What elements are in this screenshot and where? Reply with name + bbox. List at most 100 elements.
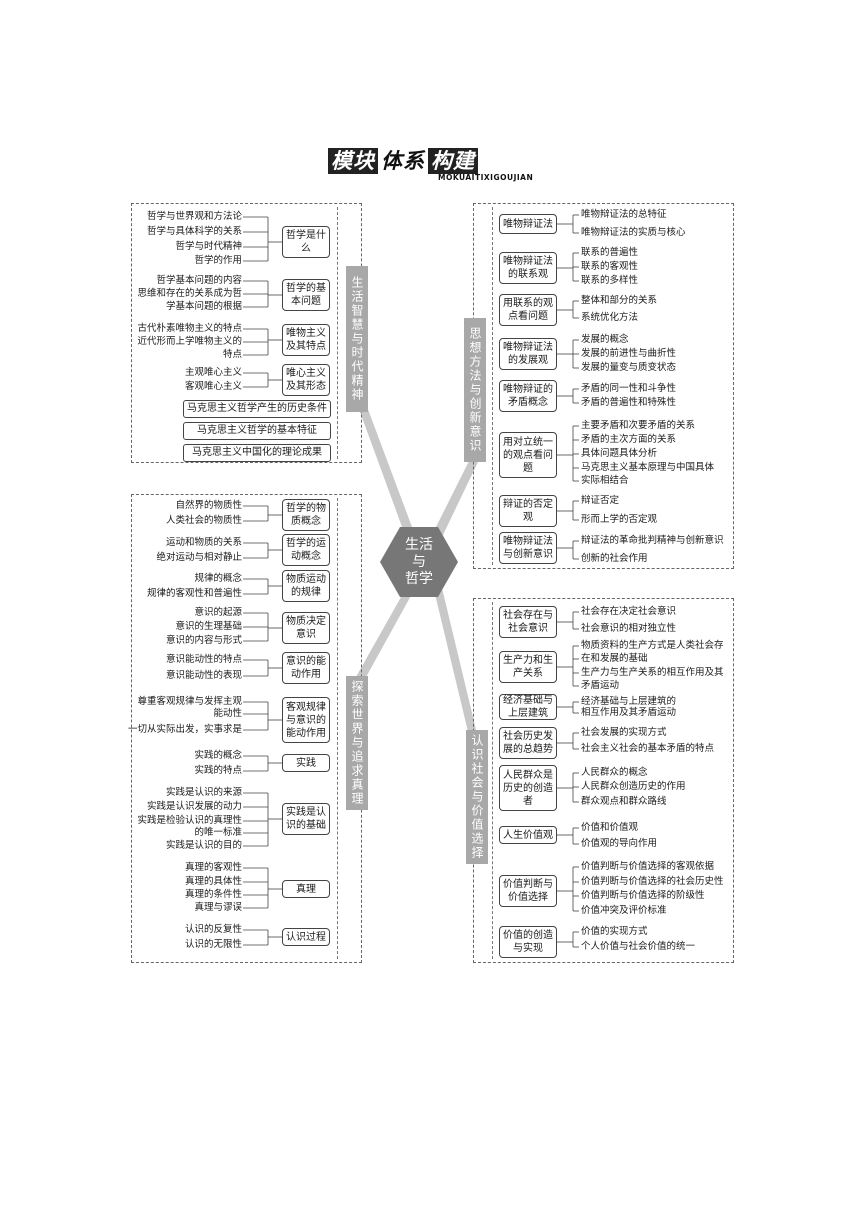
leaf-q3-5-0: 矛盾的同一性和斗争性 [581,383,677,394]
node-q2-7: 实践 [282,754,330,772]
leaf-q2-5-1: 意识能动性的表现 [165,670,242,681]
node-q4-1: 社会存在与社会意识 [499,606,557,638]
node-q3-4: 唯物辩证法的发展观 [499,338,557,370]
unit-band-1: 生活智慧与时代精神 [346,266,368,412]
node-q2-10: 认识过程 [282,928,330,946]
center-line3: 哲学 [405,571,433,587]
leaf-q1-3-0: 古代朴素唯物主义的特点 [137,323,242,334]
leaf-q2-8-0: 实践是认识的来源 [165,787,242,798]
node-q3-5: 唯物辩证的矛盾概念 [499,380,557,412]
leaf-q1-4-1: 客观唯心主义 [184,381,242,392]
leaf-q4-5-0: 人民群众的概念 [581,767,648,778]
leaf-q3-7-1: 形而上学的否定观 [581,514,658,525]
leaf-q4-3-0: 经济基础与上层建筑的 [581,696,677,707]
leaf-q3-6-1: 矛盾的主次方面的关系 [581,434,677,445]
leaf-q4-7-3: 价值冲突及评价标准 [581,905,667,916]
leaf-q4-5-1: 人民群众创造历史的作用 [581,781,686,792]
leaf-q4-5-2: 群众观点和群众路线 [581,796,667,807]
node-q2-4: 物质决定意识 [282,612,330,644]
node-q2-9: 真理 [282,880,330,898]
leaf-q4-6-0: 价值和价值观 [581,822,639,833]
leaf-q2-9-3: 真理与谬误 [194,902,242,913]
leaf-q2-5-0: 意识能动性的特点 [165,654,242,665]
leaf-q2-9-0: 真理的客观性 [184,862,242,873]
node-q4-8: 价值的创造与实现 [499,926,557,958]
leaf-q4-3-1: 相互作用及其矛盾运动 [581,707,677,718]
node-q1-3: 唯物主义及其特点 [282,324,330,356]
leaf-q4-7-0: 价值判断与价值选择的客观依据 [581,861,715,872]
leaf-q2-4-1: 意识的生理基础 [175,621,242,632]
wide-q1-2: 马克思主义中国化的理论成果 [183,444,331,462]
spokes [352,388,478,740]
leaf-q4-1-0: 社会存在决定社会意识 [581,606,677,617]
node-q3-8: 唯物辩证法与创新意识 [499,532,557,564]
leaf-q1-2-2: 学基本问题的根据 [165,301,242,312]
leaf-q2-8-3: 的唯一标准 [194,827,242,838]
leaf-q2-6-0: 尊重客观规律与发挥主观 [137,696,242,707]
title-part2: 体系 [381,149,425,173]
leaf-q3-1-1: 唯物辩证法的实质与核心 [581,227,686,238]
title-part3: 构建 [428,148,478,174]
unit-band-4: 认识社会与价值选择 [466,730,488,864]
leaf-q4-4-0: 社会发展的实现方式 [581,727,667,738]
node-q4-6: 人生价值观 [499,826,557,844]
leaf-q2-4-0: 意识的起源 [194,607,242,618]
node-q3-1: 唯物辩证法 [499,214,557,234]
leaf-q2-8-2: 实践是检验认识的真理性 [137,815,242,826]
node-q2-8: 实践是认识的基础 [282,803,330,835]
node-q4-7: 价值判断与价值选择 [499,875,557,907]
leaf-q2-6-1: 能动性 [213,708,242,719]
node-q2-2: 哲学的运动概念 [282,534,330,566]
leaf-q3-4-2: 发展的量变与质变状态 [581,362,677,373]
leaf-q2-3-0: 规律的概念 [194,573,242,584]
leaf-q3-6-0: 主要矛盾和次要矛盾的关系 [581,420,696,431]
leaf-q4-2-3: 矛盾运动 [581,680,620,691]
leaf-q3-6-4: 实际相结合 [581,475,629,486]
leaf-q2-8-1: 实践是认识发展的动力 [146,801,242,812]
center-node: 生活 与 哲学 [380,527,458,597]
node-q1-4: 唯心主义及其形态 [282,364,330,396]
unit-band-2: 探索世界与追求真理 [346,676,368,810]
node-q3-3: 用联系的观点看问题 [499,294,557,326]
leaf-q4-7-2: 价值判断与价值选择的阶级性 [581,890,705,901]
unit-band-3: 思想方法与创新意识 [464,318,486,462]
node-q4-3: 经济基础与上层建筑 [499,694,557,720]
leaf-q1-1-0: 哲学与世界观和方法论 [146,211,242,222]
leaf-q3-2-0: 联系的普遍性 [581,247,639,258]
leaf-q2-2-0: 运动和物质的关系 [165,537,242,548]
node-q3-6: 用对立统一的观点看问题 [499,432,557,478]
leaf-q2-6-2: 一切从实际出发，实事求是 [127,724,242,735]
leaf-q2-4-2: 意识的内容与形式 [165,635,242,646]
node-q1-1: 哲学是什么 [282,226,330,258]
node-q4-2: 生产力和生产关系 [499,651,557,683]
leaf-q1-1-2: 哲学与时代精神 [175,241,242,252]
leaf-q4-2-2: 生产力与生产关系的相互作用及其 [581,667,724,678]
leaf-q3-5-1: 矛盾的普遍性和特殊性 [581,397,677,408]
leaf-q2-9-1: 真理的具体性 [184,876,242,887]
leaf-q2-8-4: 实践是认识的目的 [165,840,242,851]
title-subtitle: MOKUAITIXIGOUJIAN [438,173,534,182]
center-line1: 生活 [405,537,433,553]
leaf-q3-2-1: 联系的客观性 [581,261,639,272]
leaf-q4-8-1: 个人价值与社会价值的统一 [581,941,696,952]
leaf-q1-1-3: 哲学的作用 [194,255,242,266]
leaf-q1-2-1: 思维和存在的关系成为哲 [137,288,242,299]
leaf-q2-10-1: 认识的无限性 [184,939,242,950]
leaf-q4-8-0: 价值的实现方式 [581,926,648,937]
node-q4-4: 社会历史发展的总趋势 [499,727,557,759]
leaf-q1-3-2: 特点 [222,349,242,360]
wide-q1-1: 马克思主义哲学的基本特征 [183,422,331,440]
node-q3-7: 辩证的否定观 [499,495,557,527]
node-q4-5: 人民群众是历史的创造者 [499,765,557,811]
module-title: 模块 体系 构建 MOKUAITIXIGOUJIAN [328,148,538,182]
node-q2-6: 客观规律与意识的能动作用 [282,697,330,743]
node-q2-5: 意识的能动作用 [282,652,330,684]
leaf-q4-7-1: 价值判断与价值选择的社会历史性 [581,876,724,887]
leaf-q2-3-1: 规律的客观性和普遍性 [146,588,242,599]
leaf-q3-4-0: 发展的概念 [581,334,629,345]
wide-q1-0: 马克思主义哲学产生的历史条件 [183,400,331,418]
leaf-q4-2-0: 物质资料的生产方式是人类社会存 [581,640,724,651]
leaf-q1-2-0: 哲学基本问题的内容 [156,275,242,286]
leaf-q3-1-0: 唯物辩证法的总特征 [581,209,667,220]
